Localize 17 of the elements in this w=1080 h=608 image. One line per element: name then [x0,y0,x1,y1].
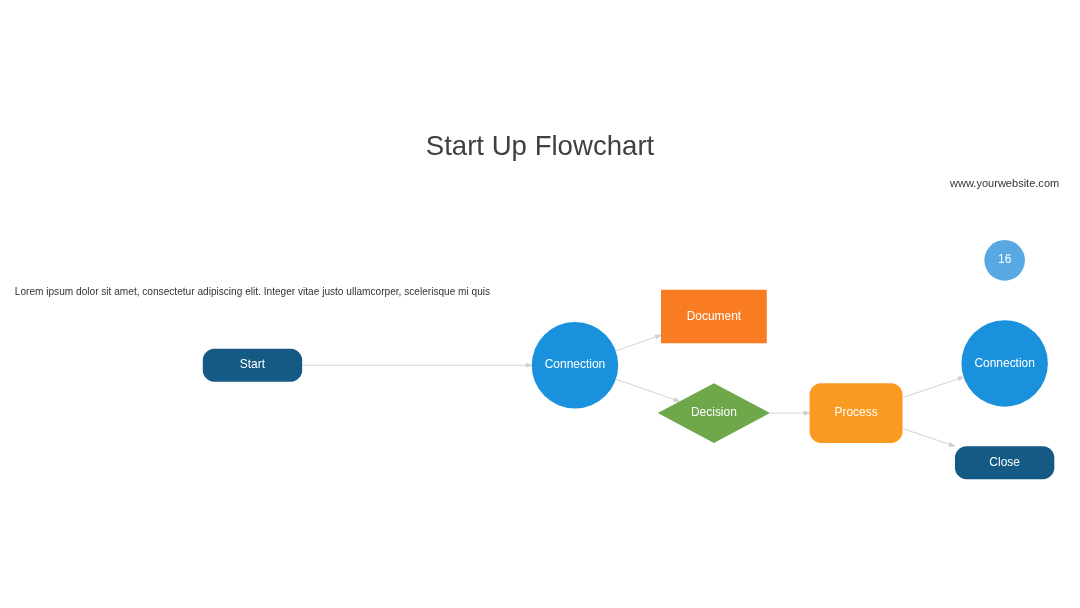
node-circle: Connection [961,319,1048,407]
arrow [302,362,533,368]
node-box: Start [202,348,303,382]
diagram-title: Start Up Flowchart [425,129,655,161]
arrow [902,375,965,398]
label: www.yourwebsite.com [950,176,1060,189]
label: Lorem ipsum dolor sit amet, consectetur adipiscing elit. Integer vitae justo ullamcorper, scelerisque mi quis [14,285,491,297]
node-box: Close [954,445,1055,479]
arrow [902,427,956,447]
arrow [615,334,662,351]
arrow [615,378,681,402]
arrow [769,410,810,415]
node-box: Process [809,382,903,443]
node-box: Document [661,289,767,343]
node-diamond: Decision [657,382,771,443]
node-circle: Connection [531,321,619,408]
node-circle: 16 [984,239,1025,281]
